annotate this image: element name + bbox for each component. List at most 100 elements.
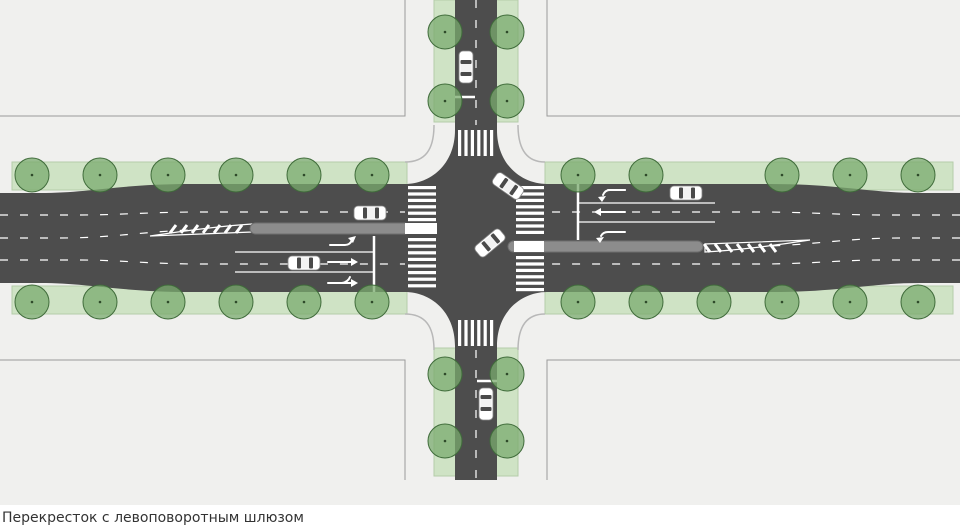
hatch-stripe bbox=[757, 243, 767, 253]
tree-icon bbox=[764, 157, 800, 193]
curb-sw bbox=[404, 313, 435, 351]
car-icon bbox=[287, 255, 321, 271]
crosswalk-stripe bbox=[483, 130, 487, 156]
block-top-left bbox=[0, 0, 406, 117]
crosswalk-stripe bbox=[516, 224, 544, 228]
car-icon bbox=[492, 172, 524, 200]
hatch-stripe bbox=[735, 243, 745, 253]
arrow-left-icon bbox=[329, 236, 356, 246]
hatch-stripe bbox=[768, 243, 778, 253]
tree-icon bbox=[489, 423, 525, 459]
crosswalk-stripe bbox=[490, 130, 494, 156]
tree-icon bbox=[14, 157, 50, 193]
tree-icon bbox=[286, 157, 322, 193]
car-icon bbox=[458, 50, 474, 84]
tree-icon bbox=[628, 284, 664, 320]
hatch-stripe bbox=[223, 224, 233, 234]
arrow-left-icon bbox=[596, 231, 626, 243]
curb-lines bbox=[404, 124, 546, 351]
block-top-right bbox=[546, 0, 960, 117]
tree-icon bbox=[150, 284, 186, 320]
tree-icon bbox=[427, 356, 463, 392]
hatch-stripe bbox=[746, 243, 756, 253]
city-blocks bbox=[0, 0, 960, 480]
curb-se bbox=[517, 313, 546, 351]
crosswalk-stripe bbox=[408, 198, 436, 202]
hatch-stripe bbox=[179, 224, 189, 234]
crosswalk-stripe bbox=[516, 281, 544, 285]
crosswalk-stripe bbox=[408, 186, 436, 190]
tree-icon bbox=[900, 284, 936, 320]
block-bottom-left bbox=[0, 359, 406, 480]
curb-nw bbox=[404, 124, 435, 163]
tree-icon bbox=[560, 284, 596, 320]
crosswalk-stripe bbox=[464, 320, 468, 346]
lane-line-e2 bbox=[547, 259, 960, 265]
tree-icon bbox=[427, 14, 463, 50]
curb-ne bbox=[517, 124, 546, 163]
block-bottom-right bbox=[546, 359, 960, 480]
hatch-stripes-e bbox=[702, 243, 778, 253]
tree-icon bbox=[696, 284, 732, 320]
crosswalk-stripe bbox=[408, 264, 436, 268]
tree-icon bbox=[832, 157, 868, 193]
taper-outline-e bbox=[704, 239, 811, 253]
crosswalk-stripe bbox=[516, 256, 544, 260]
crosswalk-stripe bbox=[408, 238, 436, 242]
arrow-left-icon bbox=[598, 189, 626, 202]
lane-line-w1 bbox=[0, 211, 405, 216]
median-nose-west bbox=[405, 223, 437, 234]
crosswalk-stripe bbox=[408, 284, 436, 288]
crosswalk-stripe bbox=[477, 130, 481, 156]
solid-lane-lines bbox=[235, 202, 715, 273]
crosswalk-stripe bbox=[408, 205, 436, 209]
crosswalk-stripe bbox=[490, 320, 494, 346]
tree-icon bbox=[560, 157, 596, 193]
crosswalk-stripe bbox=[516, 230, 544, 234]
crosswalk-stripe bbox=[408, 257, 436, 261]
crosswalk-stripe bbox=[408, 224, 436, 228]
crosswalk-stripe bbox=[516, 198, 544, 202]
tree-icon bbox=[14, 284, 50, 320]
car-icon bbox=[669, 185, 703, 201]
tree-icon bbox=[82, 284, 118, 320]
crosswalk-stripe bbox=[408, 277, 436, 281]
cars bbox=[287, 50, 703, 421]
hatch-stripe bbox=[234, 224, 244, 234]
median-west bbox=[249, 222, 411, 235]
hatch-stripe bbox=[168, 224, 178, 234]
tree-icon bbox=[150, 157, 186, 193]
hatch-stripe bbox=[201, 224, 211, 234]
car-icon bbox=[474, 228, 506, 258]
lane-line-e3 bbox=[769, 237, 960, 247]
road-east bbox=[540, 184, 960, 292]
arrow-right-turn-icon bbox=[327, 276, 358, 287]
crosswalk-stripe bbox=[458, 130, 462, 156]
tree-icon bbox=[427, 83, 463, 119]
crosswalk-stripe bbox=[408, 218, 436, 222]
car-icon bbox=[478, 387, 494, 421]
crosswalk-stripe bbox=[516, 205, 544, 209]
tree-icon bbox=[900, 157, 936, 193]
tree-icon bbox=[489, 14, 525, 50]
lane-line-w2 bbox=[0, 259, 405, 265]
lane-markings bbox=[0, 0, 960, 480]
trees bbox=[14, 14, 936, 459]
lane-line-w3 bbox=[0, 229, 191, 239]
lane-arrows bbox=[327, 189, 626, 287]
tree-icon bbox=[832, 284, 868, 320]
car-icon bbox=[353, 205, 387, 221]
crosswalk-stripe bbox=[516, 218, 544, 222]
hatch-stripe bbox=[724, 243, 734, 253]
tree-icon bbox=[628, 157, 664, 193]
tree-icon bbox=[354, 284, 390, 320]
median-nose-east bbox=[514, 241, 544, 252]
tree-icon bbox=[218, 284, 254, 320]
intersection-diagram bbox=[0, 0, 960, 505]
tree-icon bbox=[82, 157, 118, 193]
hatch-stripe bbox=[702, 243, 712, 253]
crosswalk-stripe bbox=[516, 288, 544, 292]
medians bbox=[249, 222, 704, 253]
tree-icon bbox=[286, 284, 322, 320]
crosswalk-stripe bbox=[408, 251, 436, 255]
